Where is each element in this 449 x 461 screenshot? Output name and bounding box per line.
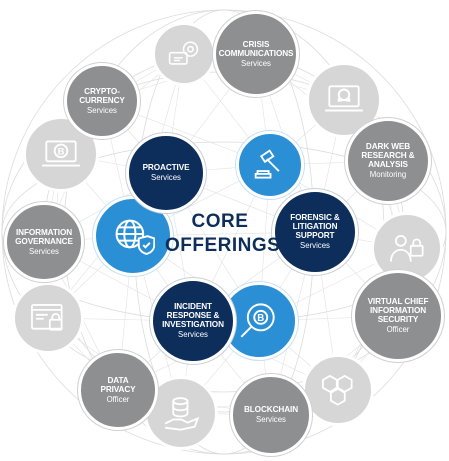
dataprivacy-title-2: PRIVACY: [100, 384, 136, 394]
proactive-subtitle: Services: [151, 173, 181, 182]
darkweb-title-1: DARK WEB: [365, 142, 411, 151]
crisis-communications-node[interactable]: CRISIS COMMUNICATIONS Services: [213, 11, 299, 97]
crypto-title-2: CURRENCY: [79, 95, 125, 105]
forensic-subtitle: Services: [300, 241, 330, 250]
magnifier-bitcoin-icon: B: [241, 303, 276, 338]
core-title-line-1: CORE: [191, 211, 249, 232]
blockchain-subtitle: Services: [256, 415, 286, 424]
vciso-title-1: VIRTUAL CHIEF: [367, 297, 429, 306]
darkweb-title-2: RESEARCH &: [361, 151, 415, 160]
proactive-title-1: PROACTIVE: [142, 163, 190, 172]
browser-lock-icon: [31, 304, 63, 331]
crypto-subtitle: Services: [87, 105, 117, 115]
forensic-title-1: FORENSIC &: [290, 213, 340, 222]
darkweb-title-3: ANALYSIS: [368, 160, 408, 169]
crypto-title-1: CRYPTO-: [84, 86, 120, 96]
incident-title-1: INCIDENT: [174, 302, 212, 311]
virtual-ciso-node[interactable]: VIRTUAL CHIEF INFORMATION SECURITY Offic…: [352, 270, 444, 362]
core-offerings-title: CORE OFFERINGS: [165, 210, 281, 258]
cryptocurrency-node[interactable]: CRYPTO- CURRENCY Services: [64, 63, 140, 139]
svg-text:B: B: [58, 147, 65, 158]
vciso-subtitle: Officer: [386, 325, 410, 334]
gavel-icon: [255, 149, 280, 179]
dataprivacy-title-1: DATA: [107, 375, 129, 385]
dark-web-node[interactable]: DARK WEB RESEARCH & ANALYSIS Monitoring: [345, 118, 431, 204]
hexagon-chain-icon: [322, 375, 353, 406]
hexagons-icon-node: [302, 354, 374, 426]
lightbulb-gear-chat-icon: [168, 41, 198, 65]
forensic-title-2: LITIGATION: [292, 222, 338, 231]
bitcoin-laptop-icon: B: [42, 140, 80, 167]
officer-lock-icon: [390, 235, 424, 262]
incident-subtitle: Services: [178, 330, 208, 339]
incident-response-node[interactable]: INCIDENT RESPONSE & INVESTIGATION Servic…: [150, 278, 236, 364]
darkweb-subtitle: Monitoring: [369, 170, 407, 179]
crisis-title-2: COMMUNICATIONS: [218, 48, 294, 58]
information-governance-node[interactable]: INFORMATION GOVERNANCE Services: [4, 202, 84, 282]
globe-shield-icon: [115, 219, 156, 255]
incident-title-3: INVESTIGATION: [162, 320, 224, 329]
incident-title-2: RESPONSE &: [166, 311, 220, 320]
skull-laptop-icon: [325, 85, 363, 112]
infogov-title-2: GOVERNANCE: [15, 236, 73, 246]
blockchain-title-1: BLOCKCHAIN: [243, 405, 299, 414]
crisis-title-1: CRISIS: [242, 39, 270, 49]
forensic-litigation-node[interactable]: FORENSIC & LITIGATION SUPPORT Services: [272, 189, 358, 275]
data-privacy-node[interactable]: DATA PRIVACY Officer: [78, 350, 158, 430]
database-hand-icon: [164, 396, 199, 431]
vciso-title-3: SECURITY: [377, 315, 419, 324]
core-title-line-2: OFFERINGS: [165, 235, 281, 256]
proactive-node[interactable]: PROACTIVE Services: [126, 133, 206, 213]
idea-icon-node: [152, 22, 216, 86]
svg-text:B: B: [258, 314, 265, 325]
forensic-title-3: SUPPORT: [295, 231, 335, 240]
browser-icon-node: [12, 282, 84, 354]
vciso-title-2: INFORMATION: [369, 306, 427, 315]
crisis-subtitle: Services: [241, 58, 271, 68]
dataprivacy-subtitle: Officer: [106, 394, 130, 404]
infogov-subtitle: Services: [29, 246, 59, 256]
infogov-title-1: INFORMATION: [15, 227, 73, 237]
gavel-icon-node: [236, 131, 304, 199]
blockchain-node[interactable]: BLOCKCHAIN Services: [230, 374, 312, 456]
